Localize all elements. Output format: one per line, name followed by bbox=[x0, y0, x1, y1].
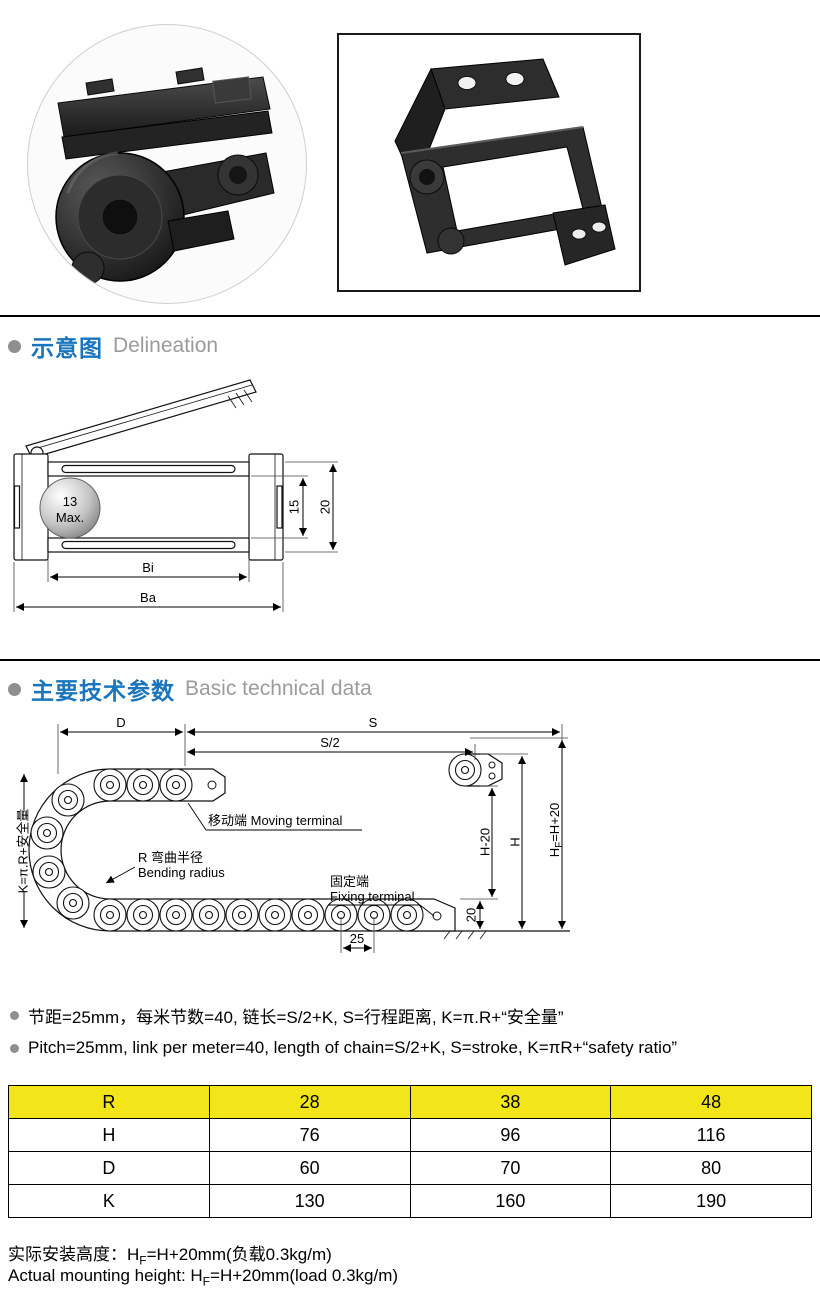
product-photo-framed bbox=[337, 33, 641, 292]
dim-label-k-formula: K=π.R+安全量 bbox=[15, 809, 30, 894]
note-bullet-icon bbox=[10, 1011, 19, 1020]
max-ball: 13 Max. bbox=[39, 477, 101, 539]
table-cell: 190 bbox=[610, 1184, 812, 1218]
dim-label-s: S bbox=[369, 715, 378, 730]
dim-label-h: H bbox=[507, 837, 522, 846]
table-cell: 96 bbox=[409, 1118, 612, 1152]
divider-line bbox=[0, 315, 820, 317]
table-cell: K bbox=[8, 1184, 210, 1218]
note-text: 节距=25mm，每米节数=40, 链长=S/2+K, S=行程距离, K=π.R… bbox=[28, 1008, 564, 1027]
table-cell: 80 bbox=[610, 1151, 812, 1185]
table-header-cell: 28 bbox=[208, 1085, 411, 1119]
chain-part-photo-art bbox=[55, 67, 275, 285]
dim-label-ba: Ba bbox=[140, 590, 157, 605]
table-cell: 70 bbox=[409, 1151, 612, 1185]
footer-text: =H+20mm(load 0.3kg/m) bbox=[210, 1266, 399, 1285]
moving-terminal-label: 移动端 Moving terminal bbox=[208, 813, 342, 828]
note-formula-zh: 节距=25mm，每米节数=40, 链长=S/2+K, S=行程距离, K=π.R… bbox=[10, 1003, 564, 1028]
note-text: Pitch=25mm, link per meter=40, length of… bbox=[28, 1038, 678, 1057]
table-cell: 160 bbox=[409, 1184, 612, 1218]
footer-text: =H+20mm(负载0.3kg/m) bbox=[146, 1245, 332, 1264]
footer-text: 实际安装高度：H bbox=[8, 1245, 140, 1264]
bending-radius-label-zh: R 弯曲半径 bbox=[138, 850, 203, 865]
dim-label-15: 15 bbox=[286, 500, 301, 514]
mounting-height-note-en: Actual mounting height: HF=H+20mm(load 0… bbox=[8, 1266, 398, 1288]
delineation-drawing: 13 Max. 15 20 Bi Ba bbox=[13, 379, 338, 612]
leader-lines bbox=[105, 802, 435, 917]
divider-line bbox=[0, 659, 820, 661]
chain-link-angled-shape bbox=[394, 58, 616, 266]
cross-section-body bbox=[13, 379, 284, 561]
section-header-technical: 主要技术参数 Basic technical data bbox=[8, 672, 372, 706]
dim-label-h-minus-20: H-20 bbox=[477, 828, 492, 856]
ball-value-label: 13 bbox=[63, 494, 77, 509]
ball-unit-label: Max. bbox=[56, 510, 84, 525]
table-row: D 60 70 80 bbox=[8, 1151, 812, 1185]
section-title-en: Basic technical data bbox=[185, 677, 372, 700]
note-bullet-icon bbox=[10, 1043, 19, 1053]
table-header-row: R 28 38 48 bbox=[8, 1085, 812, 1119]
table-cell: D bbox=[8, 1151, 210, 1185]
chain-link-open-cover-shape bbox=[57, 67, 273, 160]
dim-label-20: 20 bbox=[463, 908, 478, 922]
table-cell: 116 bbox=[610, 1118, 812, 1152]
footer-subscript: F bbox=[139, 1253, 147, 1268]
table-cell: H bbox=[8, 1118, 210, 1152]
footer-subscript: F bbox=[202, 1274, 211, 1289]
dim-label-20: 20 bbox=[317, 500, 332, 514]
note-formula-en: Pitch=25mm, link per meter=40, length of… bbox=[10, 1038, 677, 1058]
dimension-lines bbox=[20, 728, 566, 952]
bending-radius-label-en: Bending radius bbox=[138, 865, 225, 880]
table-row: H 76 96 116 bbox=[8, 1118, 812, 1152]
dim-label-d: D bbox=[116, 715, 125, 730]
product-photo-circle bbox=[27, 24, 307, 304]
dim-label-25: 25 bbox=[350, 931, 364, 946]
table-cell: 130 bbox=[208, 1184, 411, 1218]
dim-label-s2: S/2 bbox=[320, 735, 340, 750]
section-title-zh: 主要技术参数 bbox=[31, 678, 175, 704]
bending-chain-diagram: D S S/2 K=π.R+安全量 移动端 Moving terminal R … bbox=[15, 715, 570, 953]
table-header-cell: R bbox=[8, 1085, 210, 1119]
table-header-cell: 38 bbox=[409, 1085, 612, 1119]
section-header-delineation: 示意图 Delineation bbox=[8, 329, 218, 363]
section-title-zh: 示意图 bbox=[31, 335, 103, 361]
extension-lines bbox=[57, 724, 568, 953]
mounting-height-note-zh: 实际安装高度：HF=H+20mm(负载0.3kg/m) bbox=[8, 1240, 332, 1267]
section-title-en: Delineation bbox=[113, 334, 219, 357]
chain-link-body-shape bbox=[55, 151, 275, 285]
table-cell: 76 bbox=[208, 1118, 411, 1152]
section-bullet-icon bbox=[8, 682, 21, 696]
dim-label-bi: Bi bbox=[142, 560, 154, 575]
extension-lines bbox=[13, 461, 338, 612]
footer-text: Actual mounting height: H bbox=[8, 1266, 203, 1285]
spec-table: R 28 38 48 H 76 96 116 D 60 70 80 K 130 … bbox=[8, 1085, 812, 1218]
fixing-terminal-label-en: Fixing terminal bbox=[330, 889, 415, 904]
section-bullet-icon bbox=[8, 339, 21, 353]
chain-part-angled-photo-art bbox=[394, 58, 616, 266]
fixing-terminal-label-zh: 固定端 bbox=[330, 874, 369, 889]
table-cell: 60 bbox=[208, 1151, 411, 1185]
chain-links bbox=[30, 768, 424, 932]
table-row: K 130 160 190 bbox=[8, 1184, 812, 1218]
dimension-lines bbox=[16, 464, 337, 611]
table-header-cell: 48 bbox=[610, 1085, 812, 1119]
dim-label-hf: HF=H+20 bbox=[547, 803, 564, 858]
detached-terminal-shape bbox=[448, 753, 503, 787]
